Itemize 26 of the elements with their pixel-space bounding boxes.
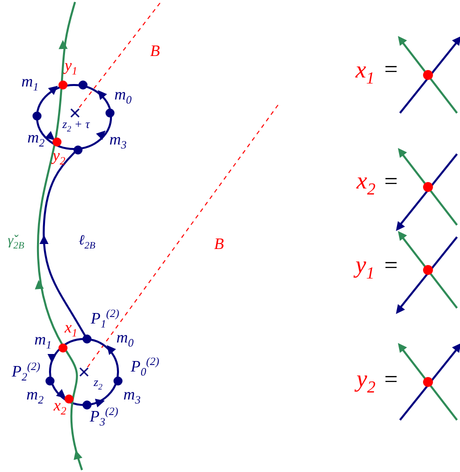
equals-sign: = (384, 368, 398, 392)
math-label: m$_{2}$ (27, 130, 45, 150)
math-label: y$_{2}$ (356, 368, 376, 396)
math-label: m$_{3}$ (109, 132, 127, 152)
math-label: x$_{1}$ (64, 320, 78, 340)
math-label: γ̌$_{2B}$ (8, 234, 24, 252)
math-label: z$_{2}$ + τ (62, 118, 90, 134)
math-label: B (214, 237, 224, 253)
equals-sign: = (384, 170, 398, 194)
math-label: m$_{0}$ (116, 330, 134, 350)
math-label: y$_{1}$ (64, 58, 78, 78)
math-label: x$_{2}$ (54, 398, 66, 418)
math-label: m$_{0}$ (114, 87, 132, 107)
math-label: m$_{1}$ (21, 74, 39, 94)
math-label: y$_{1}$ (355, 254, 375, 282)
math-label: m$_{1}$ (34, 332, 52, 352)
math-label: ℓ$_{2B}$ (78, 234, 96, 252)
math-label: B (150, 44, 160, 60)
equals-sign: = (384, 254, 398, 278)
math-label: y$_{2}$ (52, 148, 66, 168)
equals-sign: = (384, 58, 398, 82)
math-label: z$_{2}$ (94, 376, 102, 392)
math-label: x$_{2}$ (356, 170, 376, 198)
math-label: m$_{3}$ (123, 387, 141, 407)
math-label: m$_{2}$ (26, 387, 44, 407)
math-label: x$_{1}$ (355, 58, 375, 88)
